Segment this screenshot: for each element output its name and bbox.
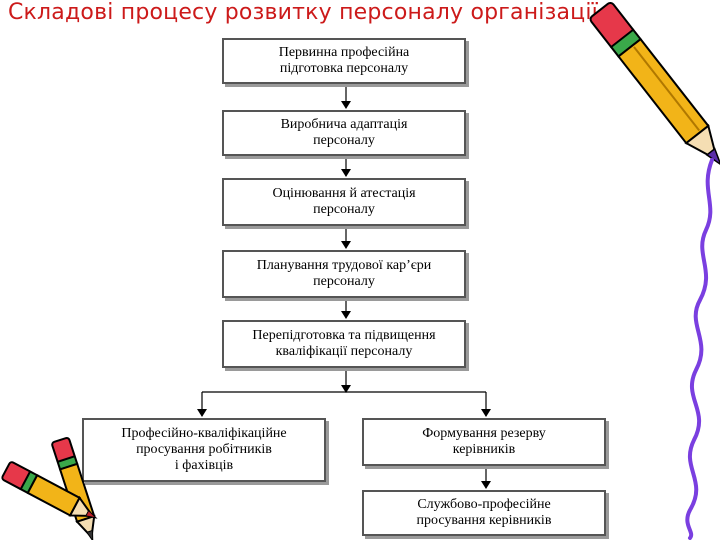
page-title: Складові процесу розвитку персоналу орга… <box>8 0 598 25</box>
node-text: кваліфікації персоналу <box>275 344 413 359</box>
node-text: просування робітників <box>136 442 272 457</box>
node-text: Формування резерву <box>422 426 546 441</box>
node-text: персоналу <box>313 133 375 148</box>
node-text: Оцінювання й атестація <box>272 186 416 201</box>
node-text: Професійно-кваліфікаційне <box>121 426 287 441</box>
node-text: Службово-професійне <box>417 497 551 512</box>
node-text: Перепідготовка та підвищення <box>252 328 436 343</box>
node-text: Виробнича адаптація <box>280 117 408 132</box>
node-text: персоналу <box>313 274 375 289</box>
node-text: підготовка персоналу <box>279 61 409 76</box>
node-text: персоналу <box>313 202 375 217</box>
node-text: Планування трудової кар’єри <box>256 258 432 273</box>
arrow-5-branch <box>197 368 491 417</box>
node-text: Первинна професійна <box>278 45 410 60</box>
node-text: керівників <box>452 442 516 457</box>
node-text: і фахівців <box>174 458 234 473</box>
node-text: просування керівників <box>416 513 552 528</box>
